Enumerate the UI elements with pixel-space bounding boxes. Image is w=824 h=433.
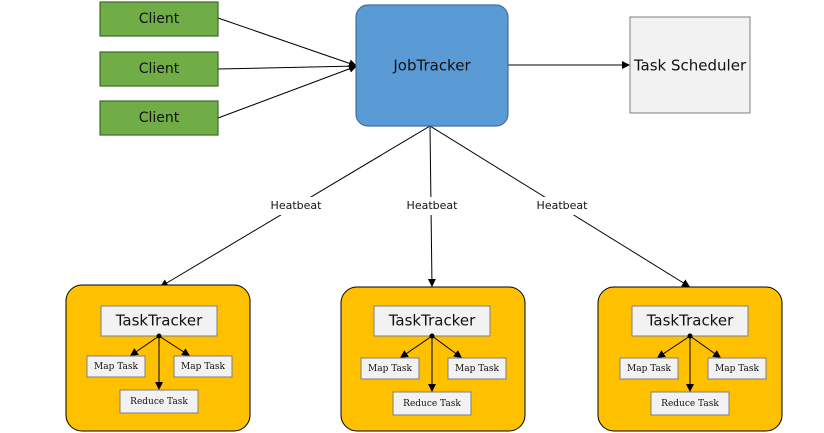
heartbeat-label-2: Heatbeat [407, 199, 459, 212]
tasktracker-3-map-task-1: Map Task [627, 364, 671, 374]
tasktracker-2-reduce-task-box [392, 391, 472, 416]
task-scheduler-label: Task Scheduler [633, 57, 747, 75]
task-scheduler-node[interactable]: Task Scheduler [629, 16, 751, 114]
tasktracker-1-reduce-task: Reduce Task [130, 397, 188, 407]
tasktracker-1-map-task-1: Map Task [94, 362, 138, 372]
tasktracker-3-map-task-2-box [707, 357, 767, 380]
tasktracker-1-edge-map-1 [129, 333, 162, 357]
client-label-2: Client [139, 61, 180, 77]
clients-group: Client Client Client [99, 1, 219, 136]
client-node-2[interactable]: Client [99, 51, 219, 87]
edge-client-3 [209, 65, 358, 125]
tasktracker-title-box-3 [631, 305, 749, 337]
heartbeat-edges: Heatbeat Heatbeat Heatbeat [159, 117, 691, 288]
tasktracker-2-map-task-2-box [447, 357, 507, 380]
tasktracker-3-edge-map-1 [656, 333, 693, 359]
tasktracker-title-box-1 [100, 305, 218, 337]
edge-client-2 [209, 62, 358, 74]
tasktracker-title-box-2 [373, 305, 491, 337]
tasktracker-2-map-task-1: Map Task [368, 364, 412, 374]
client-jobtracker-edges [209, 11, 630, 125]
tasktracker-2-map-task-2: Map Task [455, 364, 499, 374]
heartbeat-label-3: Heatbeat [537, 199, 589, 212]
tasktracker-2-map-task-1-box [360, 357, 420, 380]
edge-client-1 [209, 11, 358, 68]
tasktracker-title-2: TaskTracker [388, 312, 476, 330]
tasktracker-3-map-task-2: Map Task [715, 364, 759, 374]
heartbeat-label-bg-2 [404, 197, 460, 215]
client-label-3: Client [139, 110, 180, 126]
tasktracker-3-reduce-task: Reduce Task [661, 399, 719, 409]
tasktracker-group-1[interactable]: TaskTracker Map Task Map Task Reduce Tas… [65, 284, 251, 432]
heartbeat-label-bg-1 [268, 197, 324, 215]
tasktracker-1-reduce-task-box [119, 389, 199, 414]
client-node-3[interactable]: Client [99, 100, 219, 136]
tasktracker-3-map-task-1-box [619, 357, 679, 380]
tasktracker-title-1: TaskTracker [115, 312, 203, 330]
tasktracker-title-3: TaskTracker [646, 312, 734, 330]
jobtracker-label: JobTracker [392, 57, 471, 75]
tasktracker-group-3[interactable]: TaskTracker Map Task Map Task Reduce Tas… [597, 286, 783, 432]
jobtracker-node[interactable]: JobTracker [355, 4, 509, 127]
tasktracker-2-reduce-task: Reduce Task [403, 399, 461, 409]
tasktracker-2-edge-map-1 [399, 333, 435, 359]
heartbeat-label-1: Heatbeat [271, 199, 323, 212]
tasktracker-2-edge-map-2 [431, 335, 463, 359]
tasktracker-1-map-task-2: Map Task [181, 362, 225, 372]
tasktracker-1-edge-map-2 [158, 335, 191, 357]
tasktracker-1-map-task-2-box [173, 355, 233, 378]
client-label-1: Client [139, 11, 180, 27]
tasktracker-group-2[interactable]: TaskTracker Map Task Map Task Reduce Tas… [340, 286, 526, 432]
heartbeat-label-bg-3 [534, 197, 590, 215]
client-node-1[interactable]: Client [99, 1, 219, 37]
tasktracker-1-map-task-1-box [86, 355, 146, 378]
tasktracker-3-edge-map-2 [689, 335, 722, 359]
tasktracker-3-reduce-task-box [650, 391, 730, 416]
